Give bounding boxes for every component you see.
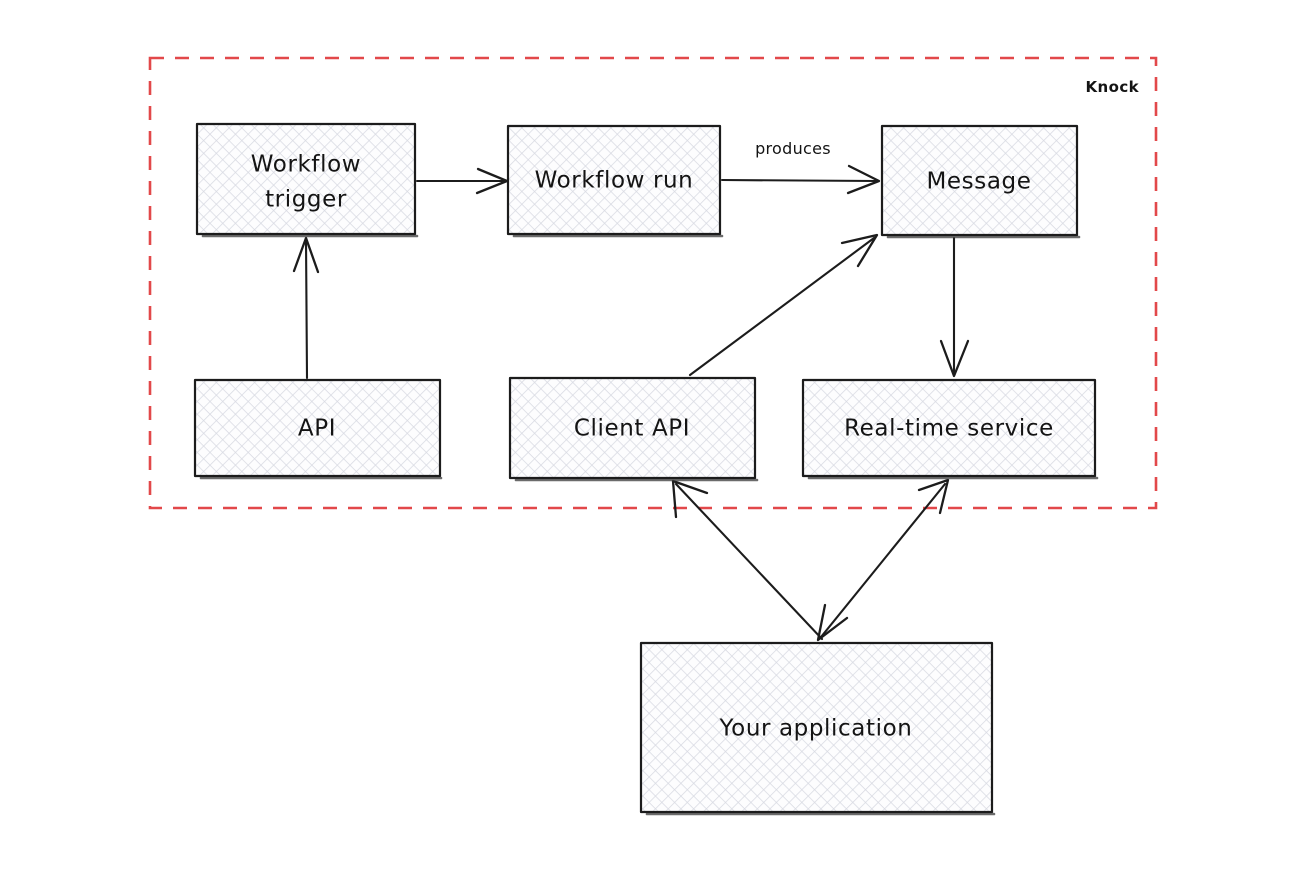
node-workflow-run-label: Workflow run — [535, 168, 694, 194]
node-real-time-service-rect[interactable] — [801, 378, 1097, 478]
node-your-application-label: Your application — [719, 716, 913, 742]
edge-label-produces: produces — [755, 139, 831, 158]
edge-real-time-and-application — [816, 478, 950, 642]
node-workflow-trigger[interactable]: Workflow trigger — [195, 122, 419, 238]
node-api-label: API — [298, 416, 336, 442]
knock-boundary-group: Knock — [148, 56, 1158, 510]
node-real-time-service[interactable]: Real-time service — [801, 378, 1099, 480]
node-message-rect[interactable] — [880, 124, 1079, 237]
edge-client-api-to-message — [688, 233, 879, 377]
node-api-rect[interactable] — [193, 378, 442, 478]
node-real-time-service-label: Real-time service — [844, 416, 1054, 442]
knock-boundary-label: Knock — [1086, 78, 1140, 96]
node-your-application[interactable]: Your application — [639, 641, 996, 816]
node-client-api-rect[interactable] — [508, 376, 757, 480]
node-client-api[interactable]: Client API — [508, 376, 759, 482]
node-workflow-run-rect[interactable] — [506, 124, 722, 236]
node-message[interactable]: Message — [880, 124, 1081, 239]
edge-run-to-message: produces — [720, 139, 881, 195]
node-workflow-trigger-rect[interactable] — [195, 122, 417, 236]
node-workflow-trigger-label-line1: Workflow — [251, 152, 361, 178]
node-api[interactable]: API — [193, 378, 443, 480]
node-workflow-run[interactable]: Workflow run — [506, 124, 724, 238]
edge-application-to-client-api — [671, 479, 824, 641]
node-your-application-rect[interactable] — [639, 641, 994, 814]
node-message-label: Message — [926, 169, 1031, 195]
node-client-api-label: Client API — [574, 416, 690, 442]
edge-api-to-trigger — [292, 236, 320, 380]
node-workflow-trigger-label-line2: trigger — [265, 187, 347, 213]
knock-boundary-rect — [148, 56, 1158, 510]
edge-message-to-real-time — [939, 236, 970, 378]
edge-trigger-to-run — [415, 167, 509, 195]
